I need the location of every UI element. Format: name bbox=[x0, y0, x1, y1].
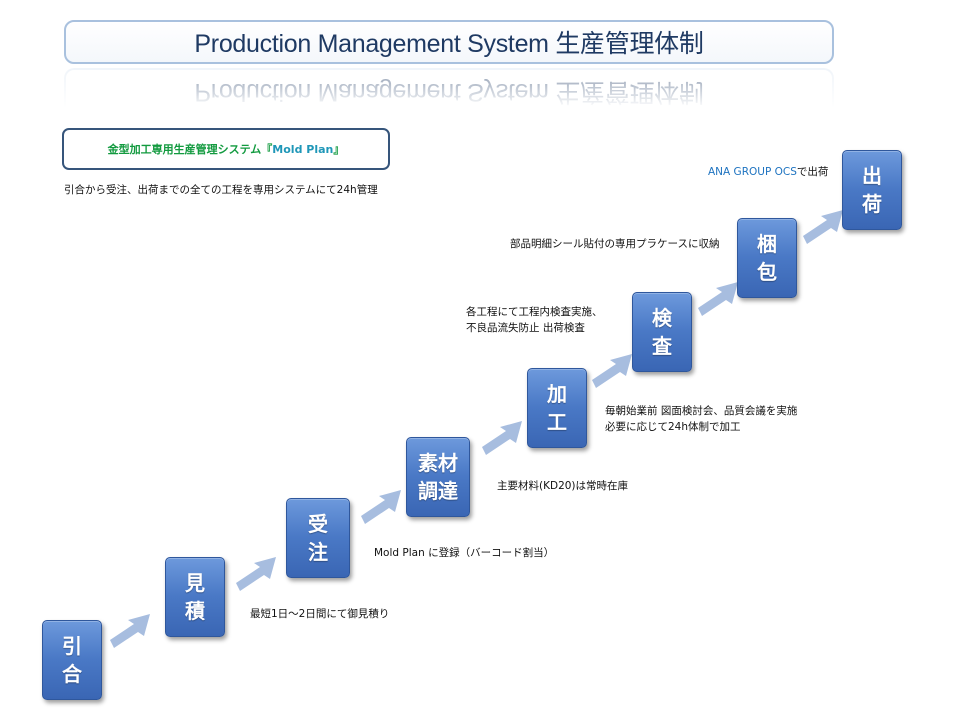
step-label-line1: 検 bbox=[652, 306, 672, 330]
flow-arrow bbox=[110, 614, 150, 648]
step-label-line1: 出 bbox=[862, 164, 882, 188]
step-label-line2: 注 bbox=[308, 540, 328, 564]
step-label-line2: 合 bbox=[62, 662, 82, 686]
step-hikiai: 引 合 bbox=[42, 620, 102, 700]
step-label-line2: 工 bbox=[547, 410, 567, 434]
title-banner: Production Management System 生産管理体制 bbox=[64, 20, 834, 64]
note-estimate: 最短1日～2日間にて御見積り bbox=[250, 608, 390, 620]
step-mitsumori: 見 積 bbox=[165, 557, 225, 637]
note-machining-line1: 毎朝始業前 図面検討会、品質会議を実施 bbox=[605, 405, 798, 417]
step-juchu: 受 注 bbox=[286, 498, 350, 578]
step-label-line2: 包 bbox=[757, 260, 777, 284]
note-shipping: ANA GROUP OCSで出荷 bbox=[708, 164, 828, 180]
system-name-suffix: 』 bbox=[333, 143, 345, 156]
note-material: 主要材料(KD20)は常時在庫 bbox=[497, 480, 629, 492]
step-label-line1: 梱 bbox=[757, 232, 777, 256]
flow-arrow bbox=[698, 282, 738, 316]
step-label-line1: 見 bbox=[185, 571, 205, 595]
note-inspection-line2: 不良品流失防止 出荷検査 bbox=[466, 322, 585, 334]
system-name-box: 金型加工専用生産管理システム『Mold Plan』 bbox=[62, 128, 390, 170]
note-machining-line2: 必要に応じて24h体制で加工 bbox=[605, 421, 741, 433]
flow-arrow bbox=[361, 490, 401, 524]
step-shukka: 出 荷 bbox=[842, 150, 902, 230]
step-label-line2: 積 bbox=[185, 599, 205, 623]
step-label-line1: 引 bbox=[62, 634, 82, 658]
step-label-line1: 加 bbox=[547, 382, 567, 406]
step-label-line2: 査 bbox=[652, 334, 672, 358]
step-label-line2: 調達 bbox=[418, 479, 458, 503]
step-kako: 加 工 bbox=[527, 368, 587, 448]
flow-arrow bbox=[236, 557, 276, 591]
note-inspection: 各工程にて工程内検査実施、 不良品流失防止 出荷検査 bbox=[466, 304, 603, 336]
title-reflection: Production Management System 生産管理体制 bbox=[64, 68, 834, 108]
note-packing: 部品明細シール貼付の専用プラケースに収納 bbox=[510, 238, 720, 250]
note-machining: 毎朝始業前 図面検討会、品質会議を実施 必要に応じて24h体制で加工 bbox=[605, 403, 797, 435]
flow-arrow bbox=[592, 354, 632, 388]
note-inspection-line1: 各工程にて工程内検査実施、 bbox=[466, 306, 603, 318]
flow-arrow bbox=[803, 210, 843, 244]
step-konpo: 梱 包 bbox=[737, 218, 797, 298]
step-label-line1: 受 bbox=[308, 512, 328, 536]
step-label-line1: 素材 bbox=[418, 451, 458, 475]
step-label-line2: 荷 bbox=[862, 192, 882, 216]
system-name-mold-plan: Mold Plan bbox=[272, 142, 334, 156]
system-name-prefix: 金型加工専用生産管理システム『 bbox=[107, 143, 273, 156]
note-shipping-suffix: で出荷 bbox=[796, 166, 829, 178]
note-order: Mold Plan に登録（バーコード割当） bbox=[374, 547, 555, 559]
page-title: Production Management System 生産管理体制 bbox=[194, 30, 704, 58]
step-sozai-chotatsu: 素材 調達 bbox=[406, 437, 470, 517]
system-description: 引合から受注、出荷までの全ての工程を専用システムにて24h管理 bbox=[64, 184, 378, 196]
flow-arrow bbox=[482, 421, 522, 455]
step-kensa: 検 査 bbox=[632, 292, 692, 372]
note-shipping-brand: ANA GROUP OCS bbox=[708, 166, 797, 178]
